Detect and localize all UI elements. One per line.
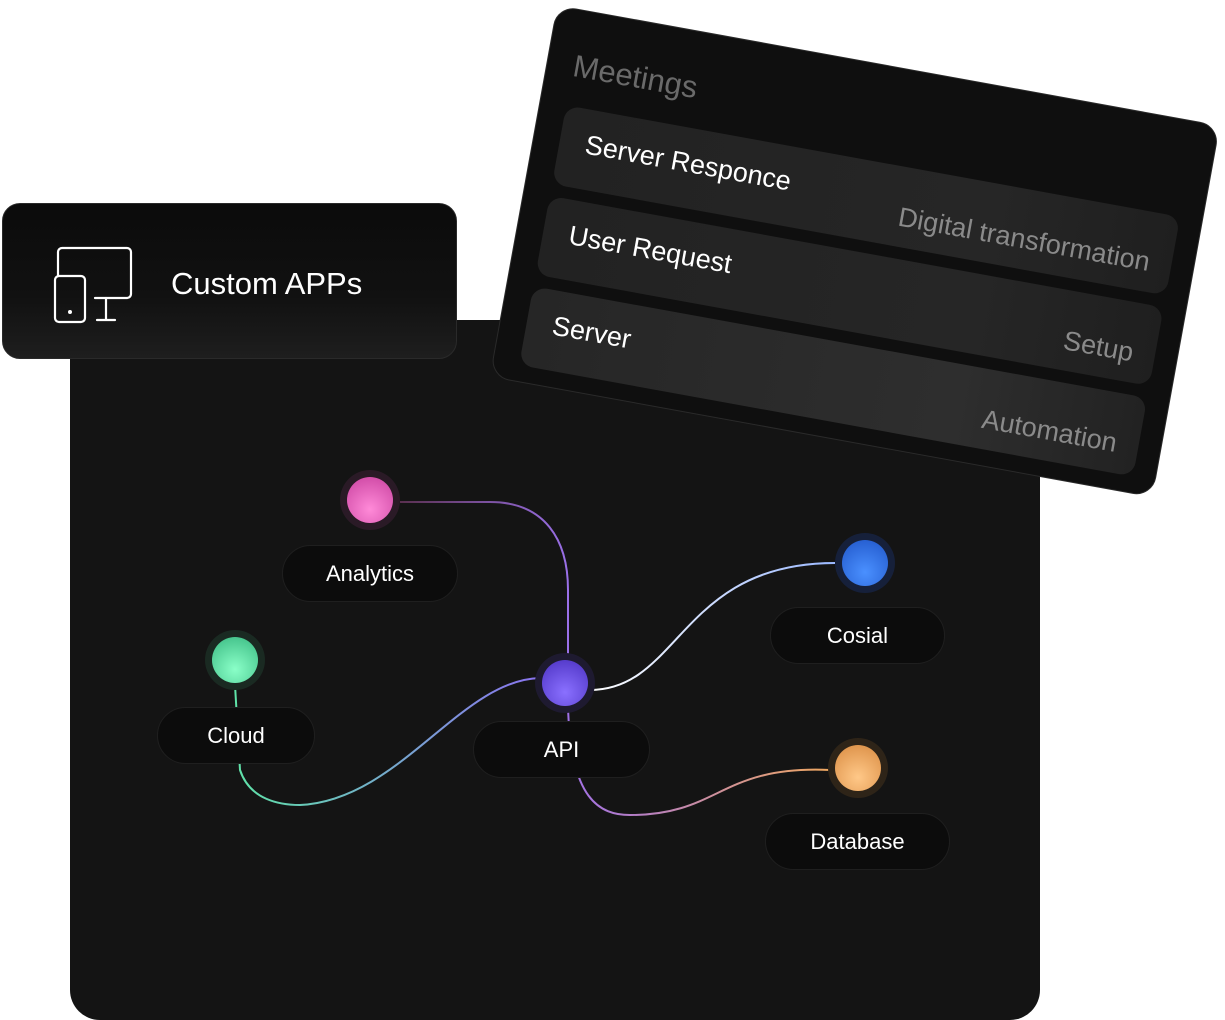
link-analytics-api: [400, 501, 569, 660]
meeting-label: Server: [549, 310, 634, 355]
analytics-node[interactable]: [340, 470, 400, 530]
database-label[interactable]: Database: [765, 813, 950, 870]
link-cloud-api: [234, 677, 541, 807]
database-node[interactable]: [828, 738, 888, 798]
api-label[interactable]: API: [473, 721, 650, 778]
cosial-node[interactable]: [835, 533, 895, 593]
meeting-tag: Automation: [979, 403, 1120, 458]
meeting-label: User Request: [566, 220, 735, 280]
meeting-label: Server Responce: [582, 129, 794, 197]
meetings-title: Meetings: [570, 48, 701, 106]
custom-apps-card: Custom APPs: [2, 203, 457, 359]
cloud-node[interactable]: [205, 630, 265, 690]
devices-icon: [53, 246, 133, 324]
cosial-label[interactable]: Cosial: [770, 607, 945, 664]
analytics-label[interactable]: Analytics: [282, 545, 458, 602]
meeting-tag: Setup: [1061, 325, 1136, 368]
api-node[interactable]: [535, 653, 595, 713]
link-api-cosial: [589, 562, 836, 691]
card-title: Custom APPs: [171, 266, 363, 301]
cloud-label[interactable]: Cloud: [157, 707, 315, 764]
